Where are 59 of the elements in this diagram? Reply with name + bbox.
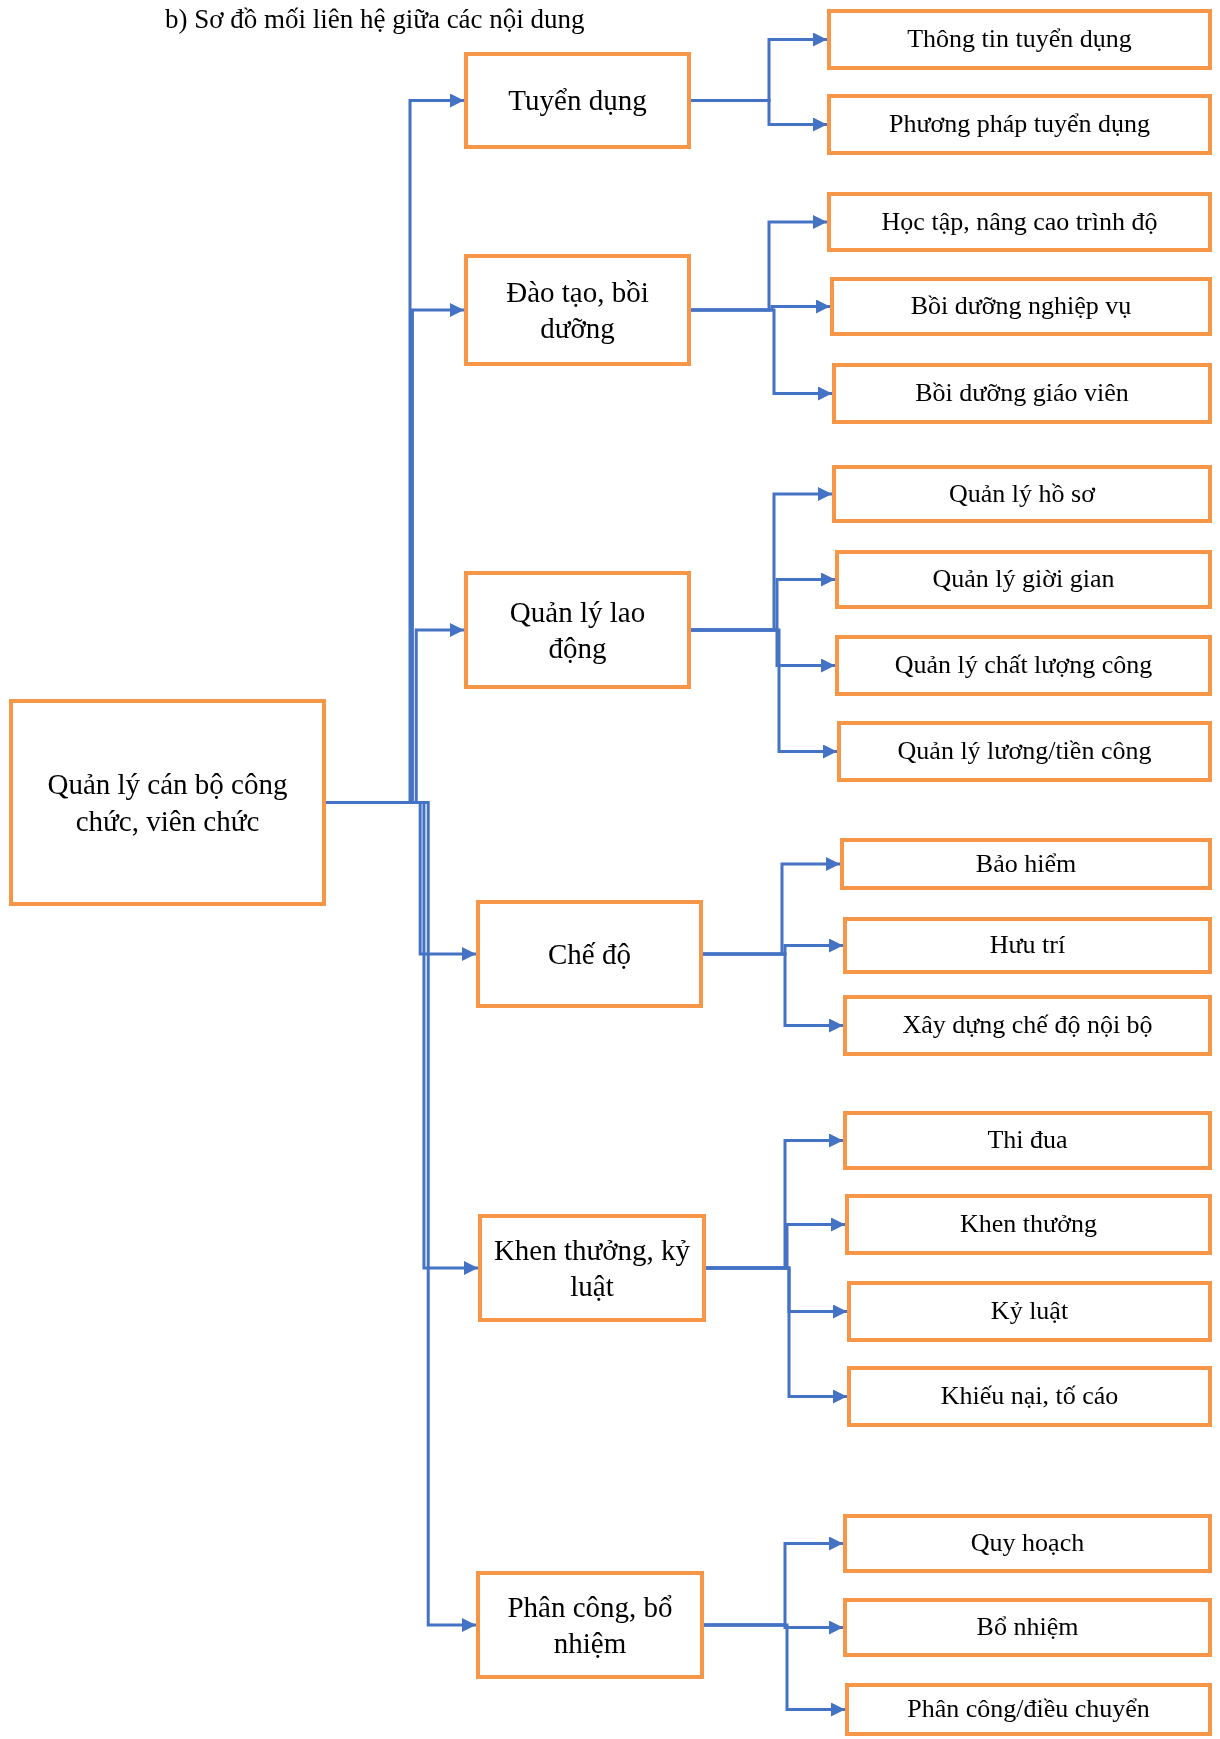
- box-label: Thông tin tuyển dụng: [907, 23, 1132, 56]
- box-label: Quản lý giời gian: [932, 563, 1115, 596]
- process-box: [835, 635, 1212, 696]
- process-box: [464, 571, 691, 689]
- box-label: Thi đua: [987, 1124, 1068, 1157]
- process-box: [845, 1194, 1212, 1255]
- diagram-title: b) Sơ đồ mối liên hệ giữa các nội dung: [165, 4, 585, 35]
- connector-arrow: [703, 952, 843, 1033]
- process-box: [835, 550, 1212, 609]
- process-box: [837, 721, 1212, 782]
- box-label: Bảo hiểm: [975, 847, 1077, 880]
- box-label: Đào tạo, bồi dưỡng: [505, 274, 650, 346]
- box-label: Bồi dưỡng giáo viên: [915, 377, 1129, 410]
- process-box: [832, 465, 1212, 523]
- box-label: Bồi dưỡng nghiệp vụ: [910, 290, 1132, 323]
- box-label: Khen thưởng: [960, 1208, 1097, 1241]
- connector-arrow: [704, 1623, 845, 1717]
- box-label: Kỷ luật: [990, 1295, 1069, 1328]
- process-box: [827, 94, 1212, 155]
- process-box: [478, 1214, 706, 1322]
- box-label: Quản lý lao động: [508, 594, 647, 666]
- process-box: [840, 838, 1212, 890]
- box-label: Quản lý lương/tiền công: [897, 735, 1152, 768]
- box-label: Xây dựng chế độ nội bộ: [902, 1009, 1153, 1042]
- process-box: [9, 699, 326, 906]
- connector-arrow: [691, 308, 832, 401]
- connector-arrow: [691, 99, 827, 132]
- box-label: Tuyển dụng: [508, 83, 647, 119]
- process-box: [476, 1571, 704, 1679]
- process-box: [843, 917, 1212, 974]
- connector-arrow: [706, 1266, 847, 1404]
- process-box: [843, 1514, 1212, 1573]
- box-label: Hưu trí: [989, 929, 1066, 962]
- box-label: Chế độ: [548, 936, 631, 972]
- box-label: Quản lý chất lượng công: [894, 649, 1153, 682]
- process-box: [827, 9, 1212, 70]
- box-label: Phân công, bổ nhiệm: [506, 1589, 674, 1661]
- box-label: Quản lý cán bộ công chức, viên chức: [46, 767, 289, 839]
- process-box: [827, 192, 1212, 252]
- process-box: [847, 1366, 1212, 1427]
- box-label: Bổ nhiệm: [976, 1611, 1079, 1644]
- process-box: [464, 52, 691, 149]
- process-box: [843, 1111, 1212, 1170]
- process-box: [832, 363, 1212, 424]
- box-label: Khiếu nại, tố cáo: [940, 1380, 1119, 1413]
- box-label: Khen thưởng, kỷ luật: [492, 1232, 692, 1304]
- box-label: Phân công/điều chuyển: [907, 1693, 1150, 1726]
- process-box: [830, 277, 1212, 336]
- box-label: Quản lý hồ sơ: [949, 477, 1095, 510]
- process-box: [847, 1281, 1212, 1342]
- process-box: [845, 1683, 1212, 1736]
- process-box: [843, 1598, 1212, 1657]
- box-label: Phương pháp tuyển dụng: [888, 108, 1151, 141]
- box-label: Quy hoạch: [970, 1527, 1085, 1560]
- process-box: [464, 254, 691, 366]
- box-label: Học tập, nâng cao trình độ: [881, 205, 1158, 238]
- process-box: [843, 995, 1212, 1056]
- process-box: [476, 900, 703, 1008]
- connector-arrow: [691, 628, 837, 759]
